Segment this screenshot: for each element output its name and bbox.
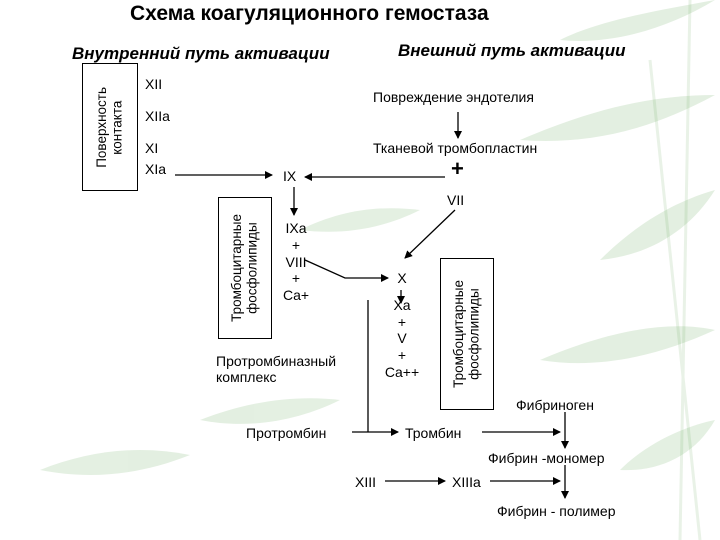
tenase-complex: IXa + VIII + Ca+ — [276, 220, 316, 304]
factor-xi: XI — [145, 140, 159, 156]
plus-sign: + — [451, 156, 464, 181]
factor-viii: VIII — [285, 253, 307, 270]
calcium-ion: Ca+ — [282, 287, 310, 304]
factor-xiii: XIII — [355, 474, 377, 490]
factor-vii: VII — [447, 192, 465, 208]
heading-intrinsic-pathway: Внутренний путь активации — [72, 44, 330, 63]
fibrinogen: Фибриноген — [516, 397, 594, 413]
factor-xiia: XIIa — [145, 108, 170, 124]
factor-v: V — [397, 330, 407, 347]
thrombin: Тромбин — [405, 425, 462, 441]
factor-xii: XII — [145, 76, 163, 92]
factor-xa: Xa — [393, 296, 411, 313]
factor-ixa: IXa — [285, 220, 307, 236]
tissue-thromboplastin: Тканевой тромбопластин — [373, 140, 538, 156]
platelet-phospholipids-box-left: Тромбоцитарные фосфолипиды — [218, 197, 272, 339]
factor-xia: XIa — [145, 161, 167, 177]
page-title: Схема коагуляционного гемостаза — [130, 2, 489, 25]
platelet-phospholipids-box-right: Тромбоцитарные фосфолипиды — [440, 258, 494, 410]
arrow-tenase-to-x — [304, 259, 389, 282]
endothelium-damage: Повреждение эндотелия — [373, 89, 534, 105]
tenase-plus-1: + — [291, 236, 301, 253]
heading-extrinsic-pathway: Внешний путь активации — [398, 41, 626, 60]
prothrombin: Протромбин — [246, 425, 327, 441]
x-plus-2: + — [397, 347, 407, 364]
x-complex: X Xa + V + Ca++ — [380, 270, 424, 381]
platelet-phospholipids-label-right: Тромбоцитарные фосфолипиды — [451, 280, 482, 388]
factor-xiiia: XIIIa — [452, 474, 481, 490]
calcium-ions: Ca++ — [384, 363, 420, 380]
factor-x: X — [397, 270, 407, 286]
platelet-phospholipids-label-left: Тромбоцитарные фосфолипиды — [229, 214, 260, 322]
fibrin-polymer: Фибрин - полимер — [497, 503, 616, 519]
factor-ix: IX — [283, 168, 297, 184]
x-plus-1: + — [397, 313, 407, 330]
contact-surface-label: Поверхность контакта — [94, 86, 125, 168]
contact-surface-box: Поверхность контакта — [82, 63, 138, 191]
fibrin-monomer: Фибрин -мономер — [488, 450, 605, 466]
prothrombinase-complex-label: Протромбиназный комплекс — [216, 353, 337, 386]
arrow-vii-to-x — [404, 209, 456, 259]
tenase-plus-2: + — [291, 270, 301, 287]
